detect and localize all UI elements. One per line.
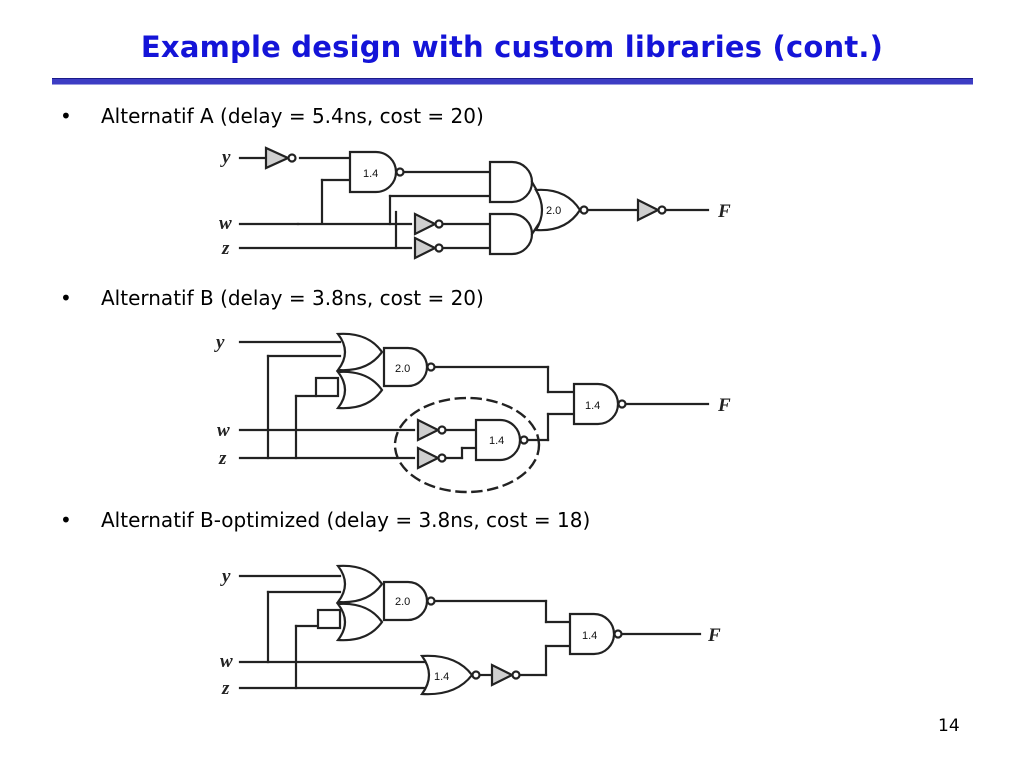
output-label-f: F: [717, 201, 731, 222]
bullet-marker: •: [60, 286, 72, 310]
gate-delay-label: 1.4: [489, 435, 504, 447]
gate-delay-label: 1.4: [434, 671, 449, 683]
signal-label-w: w: [219, 213, 232, 234]
gate-delay-label: 2.0: [546, 205, 561, 217]
page-number: 14: [938, 716, 960, 736]
signal-label-z: z: [218, 448, 227, 469]
bullet-alternatif-b-optimized: Alternatif B-optimized (delay = 3.8ns, c…: [101, 508, 591, 532]
bullet-marker: •: [60, 104, 72, 128]
signal-label-y: y: [214, 332, 225, 353]
gate-delay-label: 2.0: [395, 363, 410, 375]
title-divider: [52, 78, 973, 85]
gate-delay-label: 1.4: [363, 168, 378, 180]
signal-label-y: y: [220, 147, 231, 168]
gate-delay-label: 1.4: [585, 400, 600, 412]
circuit-alternatif-b-optimized: [238, 564, 702, 696]
slide-title: Example design with custom libraries (co…: [140, 30, 884, 64]
bullet-marker: •: [60, 508, 72, 532]
bullet-alternatif-b: Alternatif B (delay = 3.8ns, cost = 20): [101, 286, 484, 310]
circuit-alternatif-a: [238, 146, 710, 260]
signal-label-y: y: [220, 566, 231, 587]
circuit-alternatif-b: [238, 332, 710, 494]
bullet-alternatif-a: Alternatif A (delay = 5.4ns, cost = 20): [101, 104, 484, 128]
gate-delay-label: 1.4: [582, 630, 597, 642]
gate-delay-label: 2.0: [395, 596, 410, 608]
output-label-f: F: [707, 625, 721, 646]
signal-label-w: w: [220, 651, 233, 672]
signal-label-z: z: [221, 678, 230, 699]
output-label-f: F: [717, 395, 731, 416]
signal-label-z: z: [221, 238, 230, 259]
signal-label-w: w: [217, 420, 230, 441]
